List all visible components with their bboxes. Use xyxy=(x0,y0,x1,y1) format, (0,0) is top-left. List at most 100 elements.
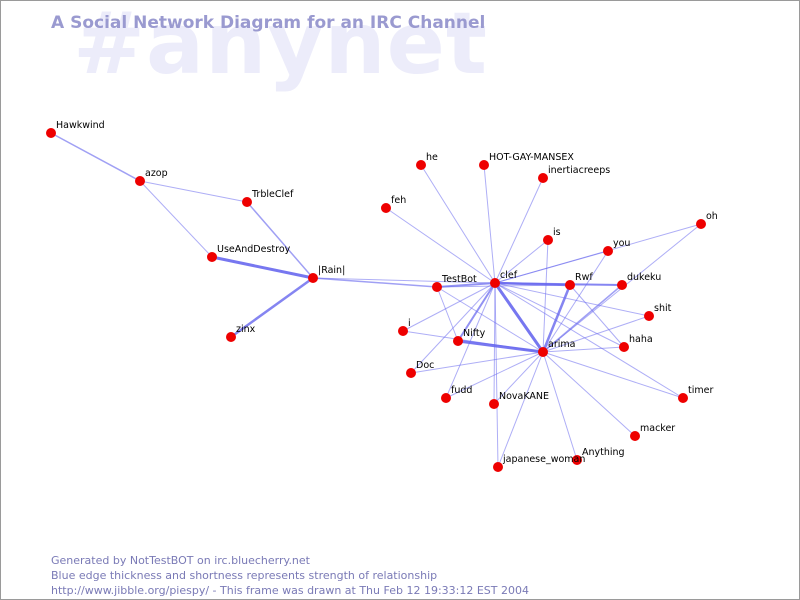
node-label: Nifty xyxy=(463,328,486,339)
edge-TrbleClef-Rain xyxy=(246,201,314,279)
node-dot xyxy=(398,326,408,336)
node-i: i xyxy=(398,318,411,336)
edge-arima-timer xyxy=(542,351,684,399)
node-dot xyxy=(46,128,56,138)
edge-arima-fudd xyxy=(445,351,544,399)
node-UseAndDestroy: UseAndDestroy xyxy=(207,244,291,262)
node-label: i xyxy=(408,318,411,329)
edge-Hawkwind-azop xyxy=(50,132,141,182)
node-label: UseAndDestroy xyxy=(217,244,291,255)
edge-arima-Doc xyxy=(410,351,544,374)
edge-TestBot-arima xyxy=(436,286,544,353)
edge-Rain-zinx xyxy=(229,276,315,339)
edge-azop-TrbleClef xyxy=(139,180,248,203)
edge-clef-japanese_woman xyxy=(494,282,499,468)
node-dot xyxy=(543,235,553,245)
node-Anything: Anything xyxy=(572,447,625,465)
node-label: oh xyxy=(706,211,718,222)
edge-clef-Doc xyxy=(410,282,496,374)
node-dot xyxy=(406,368,416,378)
node-dot xyxy=(696,219,706,229)
node-dot xyxy=(644,311,654,321)
node-label: Doc xyxy=(416,360,434,371)
edge-clef-i xyxy=(402,282,496,332)
node-NovaKANE: NovaKANE xyxy=(489,391,549,409)
edge-clef-shit xyxy=(494,282,650,317)
edge-arima-Anything xyxy=(542,351,578,461)
edge-Rain-TestBot xyxy=(312,277,438,288)
edge-clef-fudd xyxy=(445,282,496,399)
node-label: is xyxy=(553,227,561,238)
node-label: NovaKANE xyxy=(499,391,549,402)
edge-arima-shit xyxy=(542,315,650,353)
node-label: clef xyxy=(500,270,518,281)
node-dot xyxy=(242,197,252,207)
node-TestBot: TestBot xyxy=(432,274,477,292)
node-label: Rwf xyxy=(575,272,593,283)
node-dot xyxy=(493,462,503,472)
node-arima: arima xyxy=(538,339,575,357)
node-label: azop xyxy=(145,168,168,179)
node-label: feh xyxy=(391,195,406,206)
node-timer: timer xyxy=(678,385,713,403)
node-dot xyxy=(416,160,426,170)
node-label: zinx xyxy=(236,324,256,335)
node-clef: clef xyxy=(490,270,518,288)
edge-arima-Rwf xyxy=(541,283,572,354)
node-dot xyxy=(226,332,236,342)
node-zinx: zinx xyxy=(226,324,256,342)
edge-Rwf-haha xyxy=(569,284,625,348)
edge-UseAndDestroy-Rain xyxy=(210,255,315,280)
node-label: arima xyxy=(548,339,575,350)
footer-legend-note: Blue edge thickness and shortness repres… xyxy=(51,569,438,582)
node-label: he xyxy=(426,152,438,163)
node-Hawkwind: Hawkwind xyxy=(46,120,105,138)
node-dot xyxy=(489,399,499,409)
node-HOT-GAY-MANSEX: HOT-GAY-MANSEX xyxy=(479,152,574,170)
node-label: shit xyxy=(654,303,672,314)
node-dot xyxy=(565,280,575,290)
channel-watermark: #anynet xyxy=(73,0,489,94)
edge-arima-is xyxy=(542,239,549,353)
node-dot xyxy=(490,278,500,288)
node-dot xyxy=(207,252,217,262)
node-dukeku: dukeku xyxy=(617,272,661,290)
node-inertiacreeps: inertiacreeps xyxy=(538,165,610,183)
node-label: HOT-GAY-MANSEX xyxy=(489,152,574,163)
node-he: he xyxy=(416,152,438,170)
edge-Rain-clef xyxy=(312,277,496,284)
node-dot xyxy=(630,431,640,441)
edge-clef-Nifty xyxy=(457,282,496,342)
edge-TestBot-clef xyxy=(436,282,496,288)
node-dot xyxy=(381,203,391,213)
edge-clef-feh xyxy=(385,207,496,284)
node-label: TrbleClef xyxy=(251,189,294,200)
node-label: |Rain| xyxy=(318,265,345,276)
node-label: fudd xyxy=(451,385,472,396)
edge-clef-HOT-GAY-MANSEX xyxy=(483,164,496,284)
node-dot xyxy=(479,160,489,170)
node-dot xyxy=(678,393,688,403)
edge-TestBot-Nifty xyxy=(436,286,459,342)
node-label: japanese_woman xyxy=(502,454,585,465)
node-dot xyxy=(308,273,318,283)
node-macker: macker xyxy=(630,423,675,441)
edge-clef-timer xyxy=(494,282,684,399)
node-dot xyxy=(617,280,627,290)
node-dot xyxy=(572,455,582,465)
edge-arima-you xyxy=(542,250,609,353)
edge-arima-japanese_woman xyxy=(497,351,544,468)
node-feh: feh xyxy=(381,195,406,213)
node-label: you xyxy=(613,238,630,249)
edge-clef-arima xyxy=(493,281,545,354)
edge-clef-haha xyxy=(494,282,625,348)
node-label: TestBot xyxy=(441,274,477,285)
node-you: you xyxy=(603,238,630,256)
edge-clef-oh xyxy=(494,223,702,284)
node-haha: haha xyxy=(619,334,653,352)
node-Rain: |Rain| xyxy=(308,265,345,283)
node-Rwf: Rwf xyxy=(565,272,593,290)
